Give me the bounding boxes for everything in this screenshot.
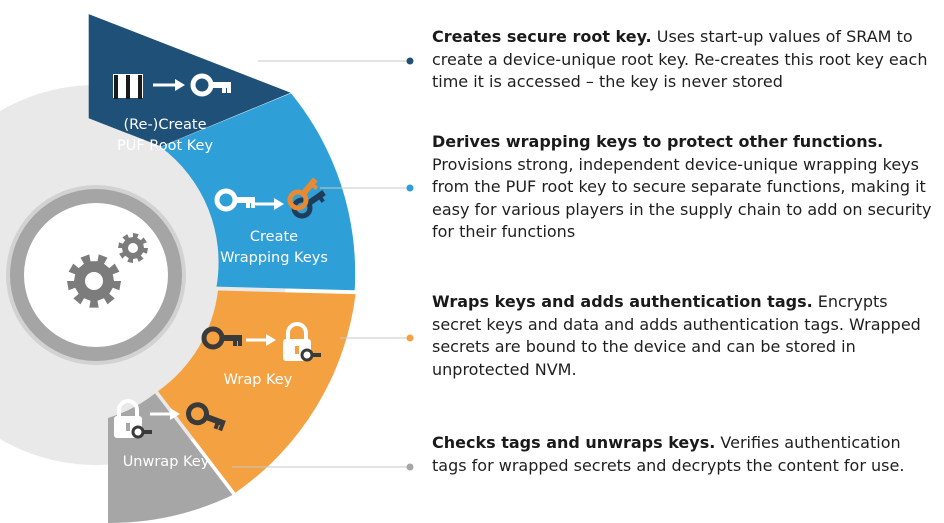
description-wrapping-keys: Derives wrapping keys to protect other f… xyxy=(432,131,937,244)
double-key-icon xyxy=(287,177,326,219)
connector-dot xyxy=(406,57,414,65)
padlock-icon xyxy=(114,399,152,439)
gears-icon xyxy=(67,233,148,308)
connector-dot xyxy=(406,184,414,192)
description-wrap-key: Wraps keys and adds authentication tags.… xyxy=(432,291,937,381)
description-title: Checks tags and unwraps keys. xyxy=(432,433,716,452)
key-icon xyxy=(186,402,226,432)
segment-label: Create xyxy=(250,229,298,245)
key-icon xyxy=(214,188,255,212)
description-body: Uses start-up values of SRAM to create a… xyxy=(432,27,928,91)
description-title: Creates secure root key. xyxy=(432,27,652,46)
qr-code-icon xyxy=(113,74,143,99)
padlock-icon xyxy=(283,322,321,362)
description-body: Encrypts secret keys and data and adds a… xyxy=(432,292,921,379)
description-title: Derives wrapping keys to protect other f… xyxy=(432,132,884,151)
segment-label: Unwrap Key xyxy=(123,454,210,470)
segment-label: PUF Root Key xyxy=(117,138,213,154)
arrow-right-icon xyxy=(150,408,180,420)
segment-create-wrapping-keys xyxy=(160,93,356,291)
key-icon xyxy=(190,73,231,97)
connector-dot xyxy=(406,334,414,342)
key-icon xyxy=(201,326,242,350)
description-unwrap-key: Checks tags and unwraps keys. Verifies a… xyxy=(432,432,937,477)
description-body: Provisions strong, independent device-un… xyxy=(432,154,932,242)
description-root-key: Creates secure root key. Uses start-up v… xyxy=(432,26,937,94)
connector-dot xyxy=(406,463,414,471)
description-body: Verifies authentication tags for wrapped… xyxy=(432,433,905,475)
segment-label: Wrapping Keys xyxy=(220,250,328,266)
arrow-right-icon xyxy=(254,198,284,210)
description-title: Wraps keys and adds authentication tags. xyxy=(432,292,813,311)
segment-create-root-key xyxy=(88,14,291,147)
segment-label: (Re-)Create xyxy=(123,117,206,133)
segment-label: Wrap Key xyxy=(224,372,293,388)
arrow-right-icon xyxy=(246,334,276,346)
arrow-right-icon xyxy=(153,79,185,91)
